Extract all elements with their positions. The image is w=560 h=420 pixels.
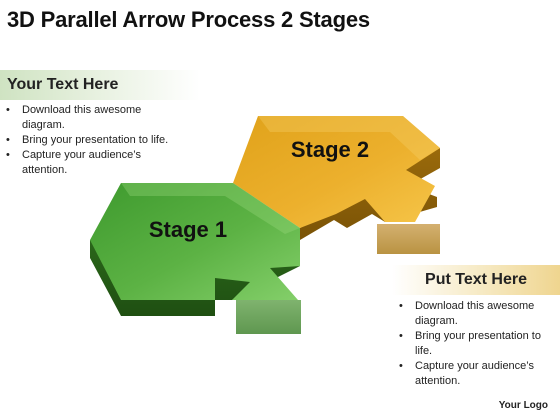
right-panel-bullets: Download this awesome diagram. Bring you… [399,299,558,389]
stage-1-highlight [121,183,300,234]
footer-logo: Your Logo [498,400,548,411]
stage-2-arrow [233,116,440,254]
stage-1-arrow [90,183,301,334]
right-panel-heading: Put Text Here [392,265,560,295]
stage-2-label: Stage 2 [291,137,369,162]
left-panel-heading: Your Text Here [0,70,200,100]
stage-2-highlight [258,116,440,160]
stage-1-tip-front [236,300,301,334]
stage-1-label: Stage 1 [149,217,227,242]
left-bullet-2: Bring your presentation to life. [6,133,172,148]
left-bullet-1: Download this awesome diagram. [6,103,172,133]
stage-2-top-face [233,116,440,228]
right-bullet-1: Download this awesome diagram. [399,299,558,329]
page-title: 3D Parallel Arrow Process 2 Stages [7,7,370,32]
right-bullet-2: Bring your presentation to life. [399,329,558,359]
stage-1-top-face [90,183,300,300]
right-text-panel: Put Text Here Download this awesome diag… [392,265,560,389]
right-bullet-3: Capture your audience’s attention. [399,359,558,389]
left-bullet-3: Capture your audience’s attention. [6,148,172,178]
stage-2-tip-front [377,224,440,254]
left-panel-bullets: Download this awesome diagram. Bring you… [6,103,172,178]
left-text-panel: Your Text Here Download this awesome dia… [0,70,200,178]
